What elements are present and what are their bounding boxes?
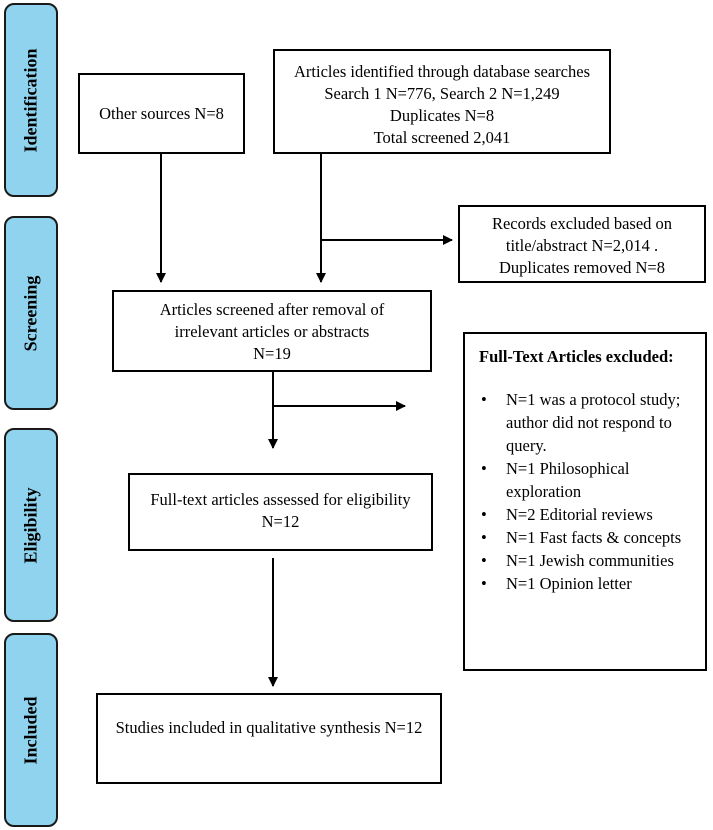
bullet-icon: • xyxy=(481,574,487,593)
fulltext-assessed-box: Full-text articles assessed for eligibil… xyxy=(128,473,433,551)
database-searches-box: Articles identified through database sea… xyxy=(273,49,611,154)
included-text: Studies included in qualitative synthesi… xyxy=(115,718,423,737)
database-line3: Duplicates N=8 xyxy=(389,106,495,125)
screened-line2: irrelevant articles or abstracts xyxy=(174,322,370,341)
screened-line3: N=19 xyxy=(253,344,291,363)
exclusion-item-line: query. xyxy=(506,436,547,455)
included-box: Studies included in qualitative synthesi… xyxy=(96,693,442,784)
fulltext-excluded-title: Full-Text Articles excluded: xyxy=(479,347,674,366)
bullet-icon: • xyxy=(481,390,487,409)
exclusion-item-line: author did not respond to xyxy=(506,413,672,432)
exclusion-item: • N=1 was a protocol study; author did not… xyxy=(479,388,681,457)
exclusion-item: • N=1 Jewish communities xyxy=(479,549,681,572)
other-sources-box: Other sources N=8 xyxy=(78,73,245,154)
bullet-icon: • xyxy=(481,459,487,478)
exclusion-item-line: N=1 Fast facts & concepts xyxy=(506,528,682,547)
exclusion-item: • N=1 Fast facts & concepts xyxy=(479,526,681,549)
stage-eligibility: Eligibility xyxy=(4,428,58,622)
records-excluded-line1: Records excluded based on xyxy=(491,214,673,233)
fulltext-line2: N=12 xyxy=(261,512,300,531)
exclusion-item: • N=1 Philosophical exploration xyxy=(479,457,681,503)
exclusion-item: • N=1 Opinion letter xyxy=(479,572,681,595)
exclusion-item-line: N=1 Jewish communities xyxy=(506,551,674,570)
exclusion-item-line: N=1 Opinion letter xyxy=(506,574,632,593)
bullet-icon: • xyxy=(481,551,487,570)
screened-box: Articles screened after removal of irrel… xyxy=(112,290,432,372)
exclusion-item-line: N=1 was a protocol study; xyxy=(506,390,681,409)
exclusion-item-line: N=1 Philosophical xyxy=(506,459,630,478)
fulltext-excluded-box: Full-Text Articles excluded: • N=1 was a … xyxy=(463,332,707,671)
records-excluded-line3: Duplicates removed N=8 xyxy=(498,258,665,277)
bullet-icon: • xyxy=(481,528,487,547)
stage-screening: Screening xyxy=(4,216,58,410)
exclusion-item-line: exploration xyxy=(506,482,582,501)
records-excluded-line2: title/abstract N=2,014 . xyxy=(505,236,659,255)
fulltext-excluded-list: • N=1 was a protocol study; author did not… xyxy=(479,388,681,595)
database-line1: Articles identified through database sea… xyxy=(294,62,590,81)
screened-line1: Articles screened after removal of xyxy=(159,300,385,319)
database-line2: Search 1 N=776, Search 2 N=1,249 xyxy=(324,84,560,103)
stage-included: Included xyxy=(4,633,58,827)
fulltext-line1: Full-text articles assessed for eligibil… xyxy=(150,490,411,509)
exclusion-item-line: N=2 Editorial reviews xyxy=(506,505,653,524)
bullet-icon: • xyxy=(481,505,487,524)
database-line4: Total screened 2,041 xyxy=(373,128,511,147)
stage-identification: Identification xyxy=(4,3,58,197)
other-sources-text: Other sources N=8 xyxy=(99,103,224,123)
exclusion-item: • N=2 Editorial reviews xyxy=(479,503,681,526)
records-excluded-box: Records excluded based on title/abstract… xyxy=(458,205,706,283)
